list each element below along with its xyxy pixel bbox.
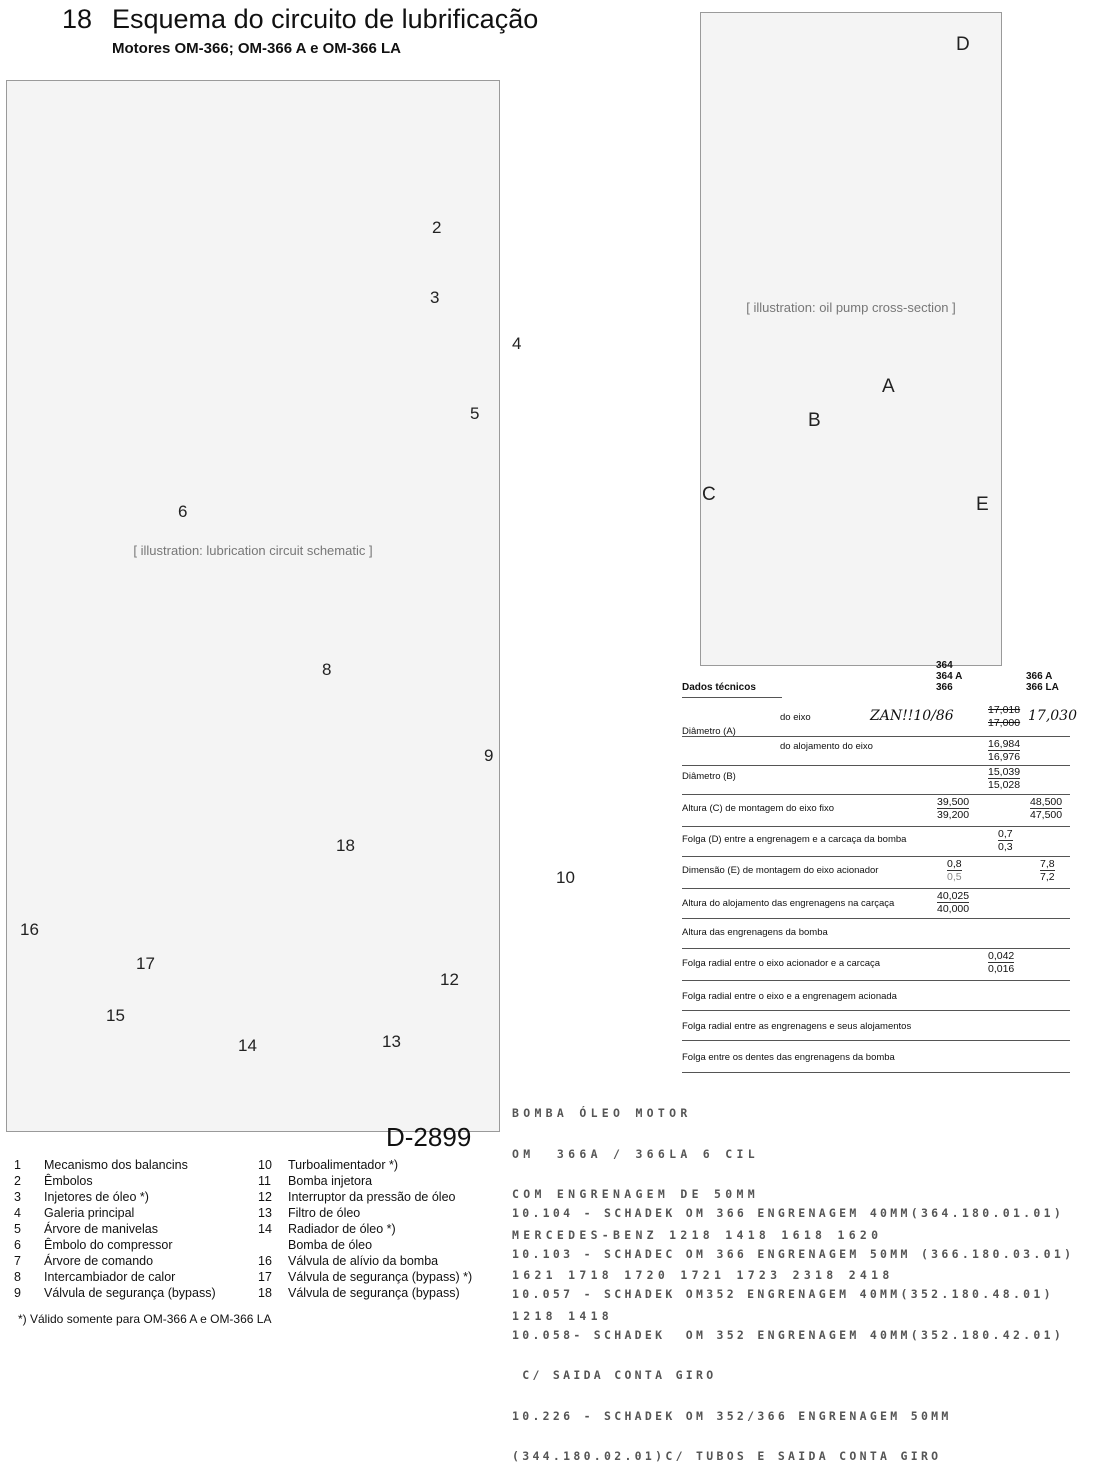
schematic-placeholder-caption: [ illustration: lubrication circuit sche… [133,543,373,558]
handwritten-value: 17,030 [1028,708,1077,724]
callout-c: C [702,484,716,505]
page-subtitle: Motores OM-366; OM-366 A e OM-366 LA [112,40,401,57]
callout-13: 13 [382,1032,401,1051]
callout-18: 18 [336,836,355,855]
callout-3: 3 [430,288,440,307]
page-title: 18 Esquema do circuito de lubrificação [62,4,538,35]
col2-header: 366 A 366 LA [1026,671,1059,693]
callout-b: B [808,410,821,431]
notes-block-2: 10.104 - SCHADEK OM 366 ENGRENAGEM 40MM(… [512,1206,1075,1463]
technical-data-table: 364 364 A 366 366 A 366 LA Dados técnico… [682,660,1077,1080]
footnote: *) Válido somente para OM-366 A e OM-366… [18,1312,272,1326]
callout-8: 8 [322,660,332,679]
col1-header: 364 364 A 366 [936,660,963,693]
pump-section-drawing-placeholder: [ illustration: oil pump cross-section ] [700,12,1002,666]
lubrication-schematic-placeholder: [ illustration: lubrication circuit sche… [6,80,500,1132]
callout-a: A [882,376,895,397]
callout-5: 5 [470,404,480,423]
section-number: 18 [62,4,93,34]
callout-e: E [976,494,989,515]
callout-14: 14 [238,1036,257,1055]
legend-item: Bomba de óleo [288,1238,373,1252]
callout-10: 10 [556,868,575,887]
callout-6: 6 [178,502,188,521]
callout-17: 17 [136,954,155,973]
handwritten-date: ZAN!!10/86 [870,708,954,724]
callout-12: 12 [440,970,459,989]
callout-15: 15 [106,1006,125,1025]
notes-block-1: BOMBA ÓLEO MOTOR OM 366A / 366LA 6 CIL C… [512,1106,894,1323]
callout-9: 9 [484,746,494,765]
callout-d: D [956,34,970,55]
callout-2: 2 [432,218,442,237]
callout-16: 16 [20,920,39,939]
drawing-number: D-2899 [386,1122,472,1152]
callout-4: 4 [512,334,522,353]
title-text: Esquema do circuito de lubrificação [112,4,539,34]
diam-a-label: Diâmetro (A) [682,726,736,737]
table-title: Dados técnicos [682,682,756,693]
section-placeholder-caption: [ illustration: oil pump cross-section ] [746,299,956,315]
